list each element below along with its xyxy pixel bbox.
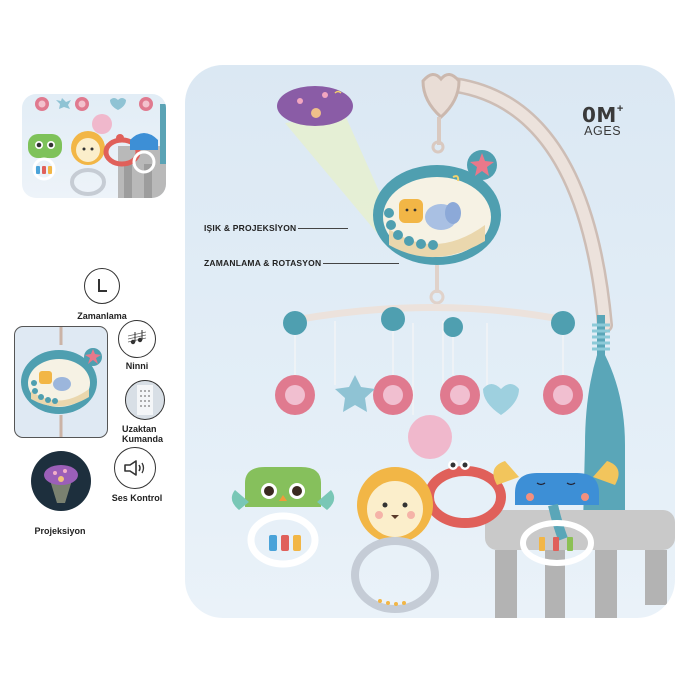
feature-label-timer: Zamanlama <box>77 311 127 321</box>
feature-lullaby <box>118 320 156 358</box>
music-notes-icon <box>118 320 156 358</box>
callout-line <box>323 262 400 264</box>
feature-volume <box>114 447 156 489</box>
crib-mobile-illustration <box>231 73 675 618</box>
music-box-illustration <box>21 327 102 437</box>
callout-line <box>298 227 349 229</box>
feature-label-remote: Uzaktan Kumanda <box>122 424 172 444</box>
product-hero-panel: IŞIK & PROJEKSİYON ZAMANLAMA & ROTASYON … <box>185 65 675 618</box>
callout-light-projection-label: IŞIK & PROJEKSİYON <box>204 223 297 233</box>
remote-control-icon <box>125 380 165 420</box>
feature-label-projector: Projeksiyon <box>34 526 86 536</box>
age-badge-value: 0M <box>582 103 617 127</box>
callout-light-projection: IŞIK & PROJEKSİYON <box>204 223 349 233</box>
age-badge-label: AGES <box>584 124 622 138</box>
callout-timer-rotation: ZAMANLAMA & ROTASYON <box>204 258 400 268</box>
projector-icon <box>31 451 91 511</box>
age-badge-plus: + <box>616 103 624 115</box>
clock-icon <box>84 268 120 304</box>
feature-remote <box>125 380 165 420</box>
feature-label-remote-line1: Uzaktan <box>122 424 157 434</box>
speaker-icon <box>114 447 156 489</box>
callout-timer-rotation-label: ZAMANLAMA & ROTASYON <box>204 258 322 268</box>
age-badge: 0M + AGES <box>582 103 623 138</box>
feature-label-lullaby: Ninni <box>125 361 149 371</box>
music-box-closeup-thumbnail <box>14 326 108 438</box>
feature-label-remote-line2: Kumanda <box>122 434 164 444</box>
toys-closeup-illustration <box>28 97 166 198</box>
toys-closeup-thumbnail <box>22 94 166 198</box>
feature-label-volume: Ses Kontrol <box>111 493 163 503</box>
feature-timer <box>84 268 120 304</box>
